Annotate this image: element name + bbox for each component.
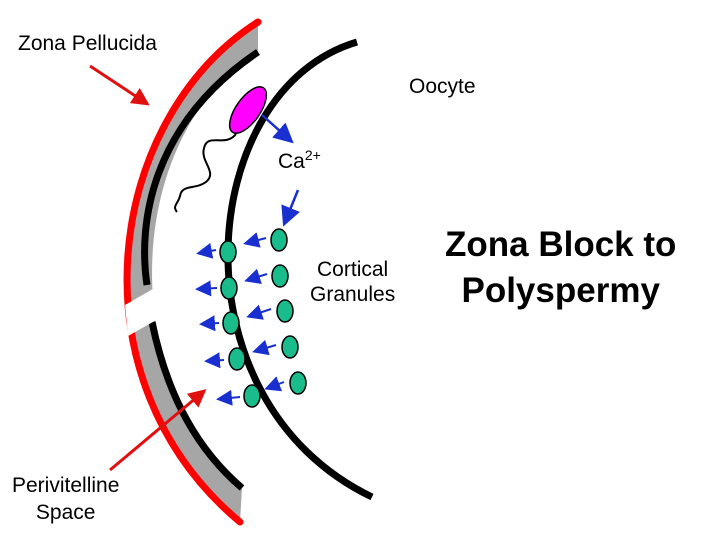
perivitelline-label-line2: Space [35, 501, 96, 524]
zona-breach [125, 286, 160, 336]
exocytosis-arrow [244, 268, 268, 285]
exocytosis-arrow [252, 339, 277, 356]
zona-inner-membrane-upper [141, 49, 260, 286]
diagram-title: Zona Block to Polyspermy [445, 222, 676, 314]
calcium-charge: 2+ [304, 147, 321, 163]
cortical-granule [281, 335, 299, 359]
cortical-granule [228, 347, 246, 371]
cortical-granule [243, 384, 261, 408]
calcium-to-granules-arrow [281, 189, 300, 227]
perivitelline-label-line1: Perivitelline [12, 474, 120, 497]
calcium-signal-arrow [261, 114, 294, 144]
cortical-granule [219, 240, 237, 264]
exocytosis-arrow [196, 242, 217, 259]
cortical-granules [219, 228, 307, 408]
calcium-label: Ca2+ [278, 147, 321, 174]
exocytosis-arrow [264, 376, 285, 392]
zona-pellucida-outer-edge [123, 18, 262, 526]
sperm-tail [174, 133, 237, 213]
cortical-granules-label: Cortical Granules [310, 257, 395, 307]
zona-inner-membrane-lower [148, 321, 245, 491]
exocytosis-arrows [195, 232, 285, 406]
cortical-granule [289, 371, 307, 395]
cortical-granule [222, 311, 240, 335]
zona-pellucida-pointer [89, 64, 150, 106]
cortical-granule [271, 264, 289, 288]
calcium-symbol: Ca [278, 150, 305, 173]
cortical-granules-label-line1: Cortical [317, 258, 389, 281]
sperm-head [228, 86, 268, 134]
exocytosis-arrow [204, 352, 225, 369]
exocytosis-arrow [243, 232, 267, 248]
cortical-granule [220, 276, 238, 300]
cortical-granule [270, 228, 288, 252]
title-line1: Zona Block to [445, 225, 677, 264]
oocyte-label: Oocyte [409, 75, 476, 98]
exocytosis-arrow [195, 280, 218, 297]
exocytosis-arrow [199, 315, 220, 332]
title-line2: Polyspermy [461, 271, 660, 310]
perivitelline-pointer [109, 389, 207, 472]
perivitelline-space-label: Perivitelline Space [12, 472, 119, 526]
exocytosis-arrow [246, 304, 272, 320]
zona-pellucida-band [127, 22, 258, 522]
cortical-granules-label-line2: Granules [310, 283, 396, 306]
zona-pellucida-label: Zona Pellucida [18, 32, 157, 55]
exocytosis-arrow [216, 389, 241, 406]
cortical-granule [276, 299, 294, 323]
